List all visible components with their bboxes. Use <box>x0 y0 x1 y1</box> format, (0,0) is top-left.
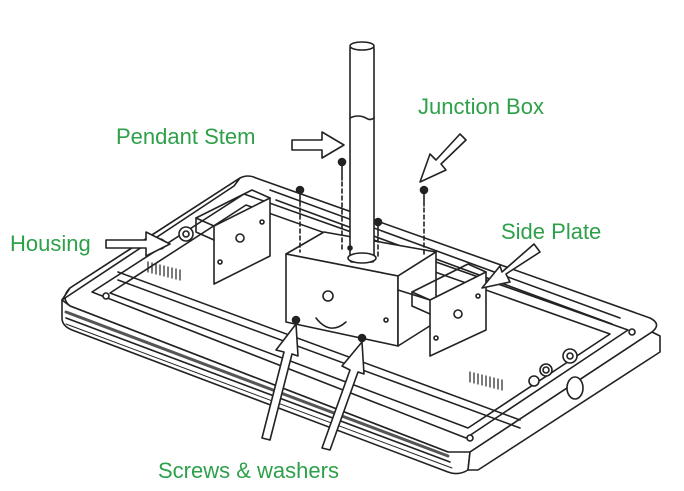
junction-box-arrow <box>419 133 467 183</box>
junction-box-label: Junction Box <box>418 94 544 119</box>
screws-washers-label: Screws & washers <box>158 458 339 483</box>
mounting-screws <box>295 157 429 259</box>
screw-arrow-left <box>261 323 299 441</box>
side-plate-label: Side Plate <box>501 219 602 244</box>
pendant-stem-arrow <box>291 131 345 159</box>
right-side-plate <box>397 263 487 357</box>
pendant-stem-label: Pendant Stem <box>116 124 256 149</box>
housing-arrow <box>105 231 171 257</box>
pendant-stem <box>347 41 377 264</box>
screw-arrow-right <box>321 341 365 451</box>
side-plate-arrow <box>481 243 541 289</box>
left-side-plate <box>195 189 271 285</box>
housing-label: Housing <box>10 231 91 256</box>
